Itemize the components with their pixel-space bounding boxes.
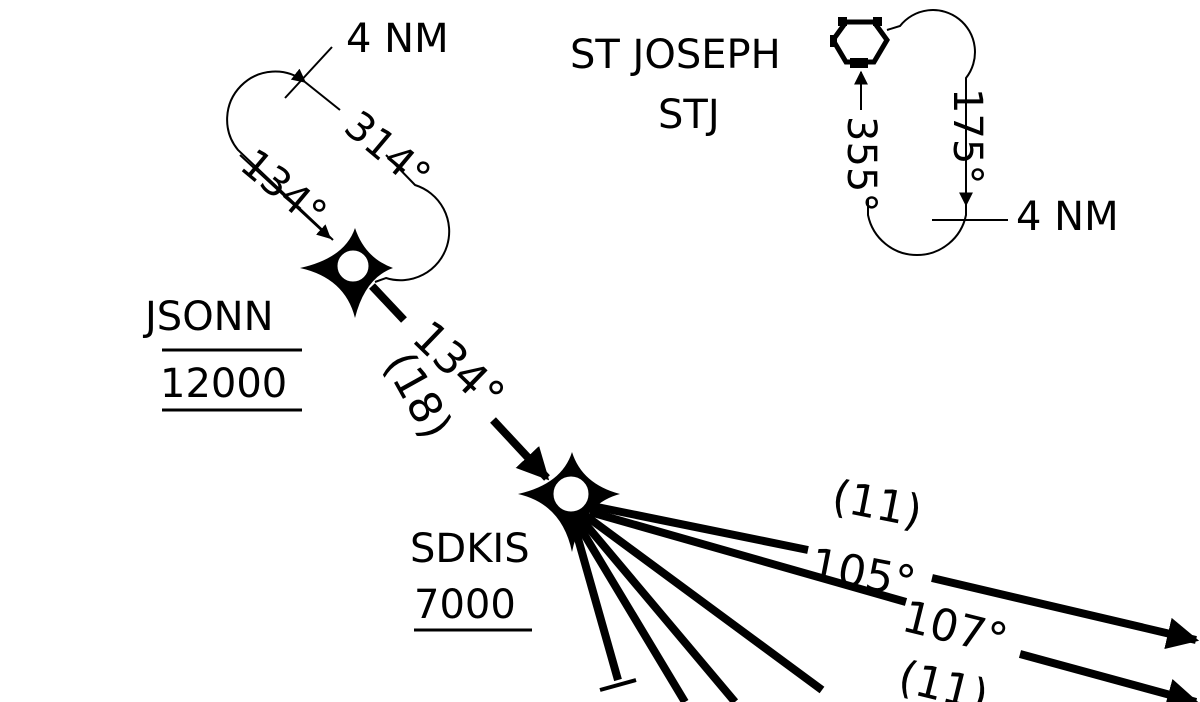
leg-lower-2 (578, 517, 739, 702)
hold-jsonn-outbound-course: 314° (336, 102, 439, 199)
fix-sdkis-symbol[interactable] (518, 452, 620, 552)
leg-105 (591, 502, 1200, 649)
vor-ident: STJ (658, 92, 720, 138)
fix-sdkis-name: SDKIS (410, 526, 530, 572)
hold-jsonn-distance-label: 4 NM (346, 16, 449, 62)
leg-lower-4 (571, 526, 637, 692)
vor-symbol[interactable] (830, 17, 890, 68)
leg-105-distance: (11) (828, 471, 926, 538)
vor-name: ST JOSEPH (570, 32, 781, 78)
fix-jsonn-symbol[interactable] (300, 228, 393, 318)
hold-stj-outbound-course: 175° (944, 88, 990, 184)
hold-jsonn: 4 NM 314° 134° (226, 16, 451, 283)
leg-lower-3 (574, 521, 689, 702)
hold-stj-inbound-course: 355° (838, 116, 884, 212)
hold-stj-distance-label: 4 NM (1016, 194, 1119, 240)
leg-107 (588, 508, 1200, 702)
fix-jsonn-altitude: 12000 (160, 361, 287, 407)
fix-sdkis-altitude: 7000 (414, 582, 516, 628)
hold-stj: 4 NM 175° 355° (838, 9, 1119, 257)
fix-jsonn-name: JSONN (142, 294, 274, 340)
leg-jsonn-sdkis (369, 283, 550, 481)
hold-jsonn-distance-tick (284, 46, 333, 99)
hold-jsonn-inbound-course: 134° (232, 140, 335, 237)
leg-lower-1 (583, 512, 825, 694)
